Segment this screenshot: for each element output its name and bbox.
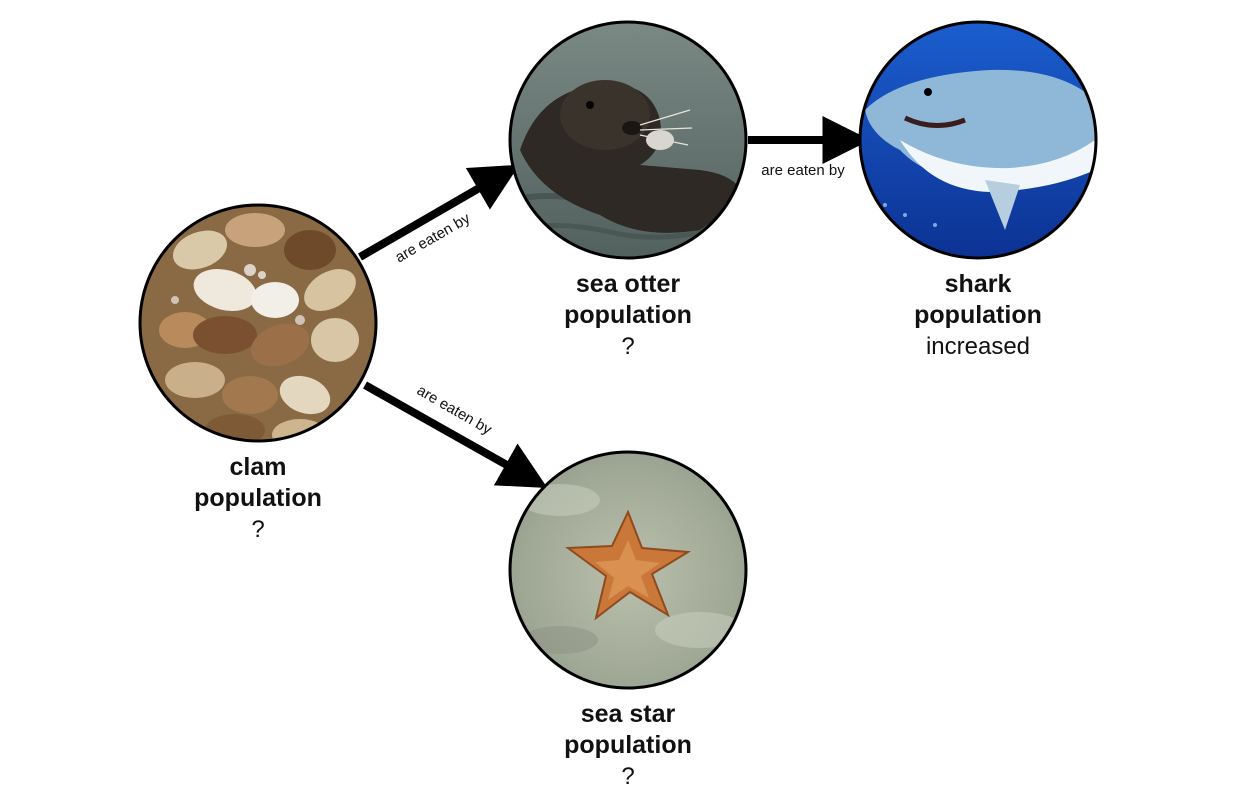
sea-otter-label: sea otter population ? <box>518 269 738 362</box>
sea-otter-name-line2: population <box>564 301 692 329</box>
shark-status: increased <box>925 333 1031 360</box>
sea-star-name: sea star <box>580 700 676 728</box>
sea-otter-name: sea otter <box>575 270 681 298</box>
clam-status: ? <box>251 516 265 543</box>
edge-clam-to-sea-star: are eaten by <box>363 381 548 489</box>
shark-name: shark <box>944 270 1012 298</box>
shark-image <box>858 20 1098 260</box>
shark-name-line2: population <box>914 301 1042 329</box>
sea-star-status: ? <box>621 763 635 790</box>
clam-name-line2: population <box>194 484 322 512</box>
sea-star-image <box>508 450 748 690</box>
edge-sea-otter-to-shark: are eaten by <box>748 116 871 179</box>
clam-label: clam population ? <box>148 452 368 545</box>
edge-label-sea-otter-shark: are eaten by <box>761 162 845 179</box>
sea-otter-status: ? <box>621 333 635 360</box>
edge-label-clam-sea-star: are eaten by <box>414 382 495 439</box>
clam-image <box>138 203 378 443</box>
edge-clam-to-sea-otter: are eaten by <box>357 164 520 266</box>
sea-otter-image <box>508 20 748 260</box>
sea-star-label: sea star population ? <box>518 699 738 792</box>
shark-label: shark population increased <box>868 269 1088 362</box>
clam-name: clam <box>229 453 287 481</box>
sea-star-name-line2: population <box>564 731 692 759</box>
